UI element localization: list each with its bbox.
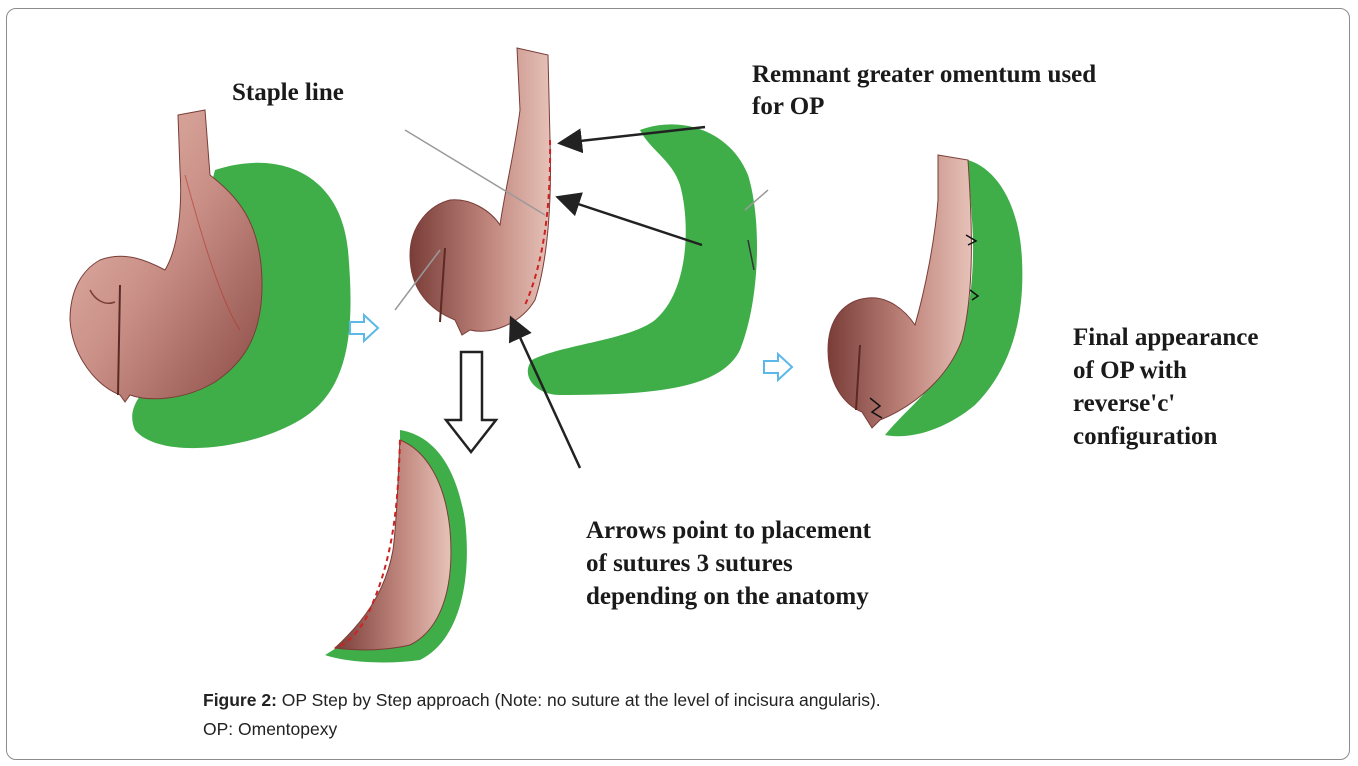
figure-caption: Figure 2: OP Step by Step approach (Note… (203, 690, 881, 711)
label-arrows-line3: depending on the anatomy (586, 582, 869, 612)
label-final-line4: configuration (1073, 422, 1217, 452)
stomach-2-staple (395, 48, 550, 335)
label-staple-line: Staple line (232, 78, 344, 108)
step-arrow-2 (764, 354, 792, 380)
label-final-line2: of OP with (1073, 356, 1187, 386)
caption-text: OP Step by Step approach (Note: no sutur… (277, 690, 881, 710)
label-arrows-line2: of sutures 3 sutures (586, 549, 793, 579)
resected-piece (325, 430, 467, 662)
caption-prefix: Figure 2: (203, 690, 277, 710)
label-final-line1: Final appearance (1073, 323, 1258, 353)
label-remnant-omentum-line1: Remnant greater omentum used (752, 60, 1096, 90)
label-final-line3: reverse'c' (1073, 389, 1175, 419)
omentum-remnant (528, 124, 757, 395)
label-arrows-line1: Arrows point to placement (586, 516, 871, 546)
stomach-1 (70, 110, 262, 402)
label-remnant-omentum-line2: for OP (752, 92, 824, 122)
caption-abbreviation: OP: Omentopexy (203, 719, 337, 740)
step-arrow-1 (350, 315, 378, 341)
stomach-final (828, 155, 1022, 436)
stomach-1-with-omentum (70, 110, 351, 448)
resected-stomach (335, 440, 451, 650)
remnant-omentum (528, 124, 768, 395)
down-arrow (446, 352, 496, 452)
